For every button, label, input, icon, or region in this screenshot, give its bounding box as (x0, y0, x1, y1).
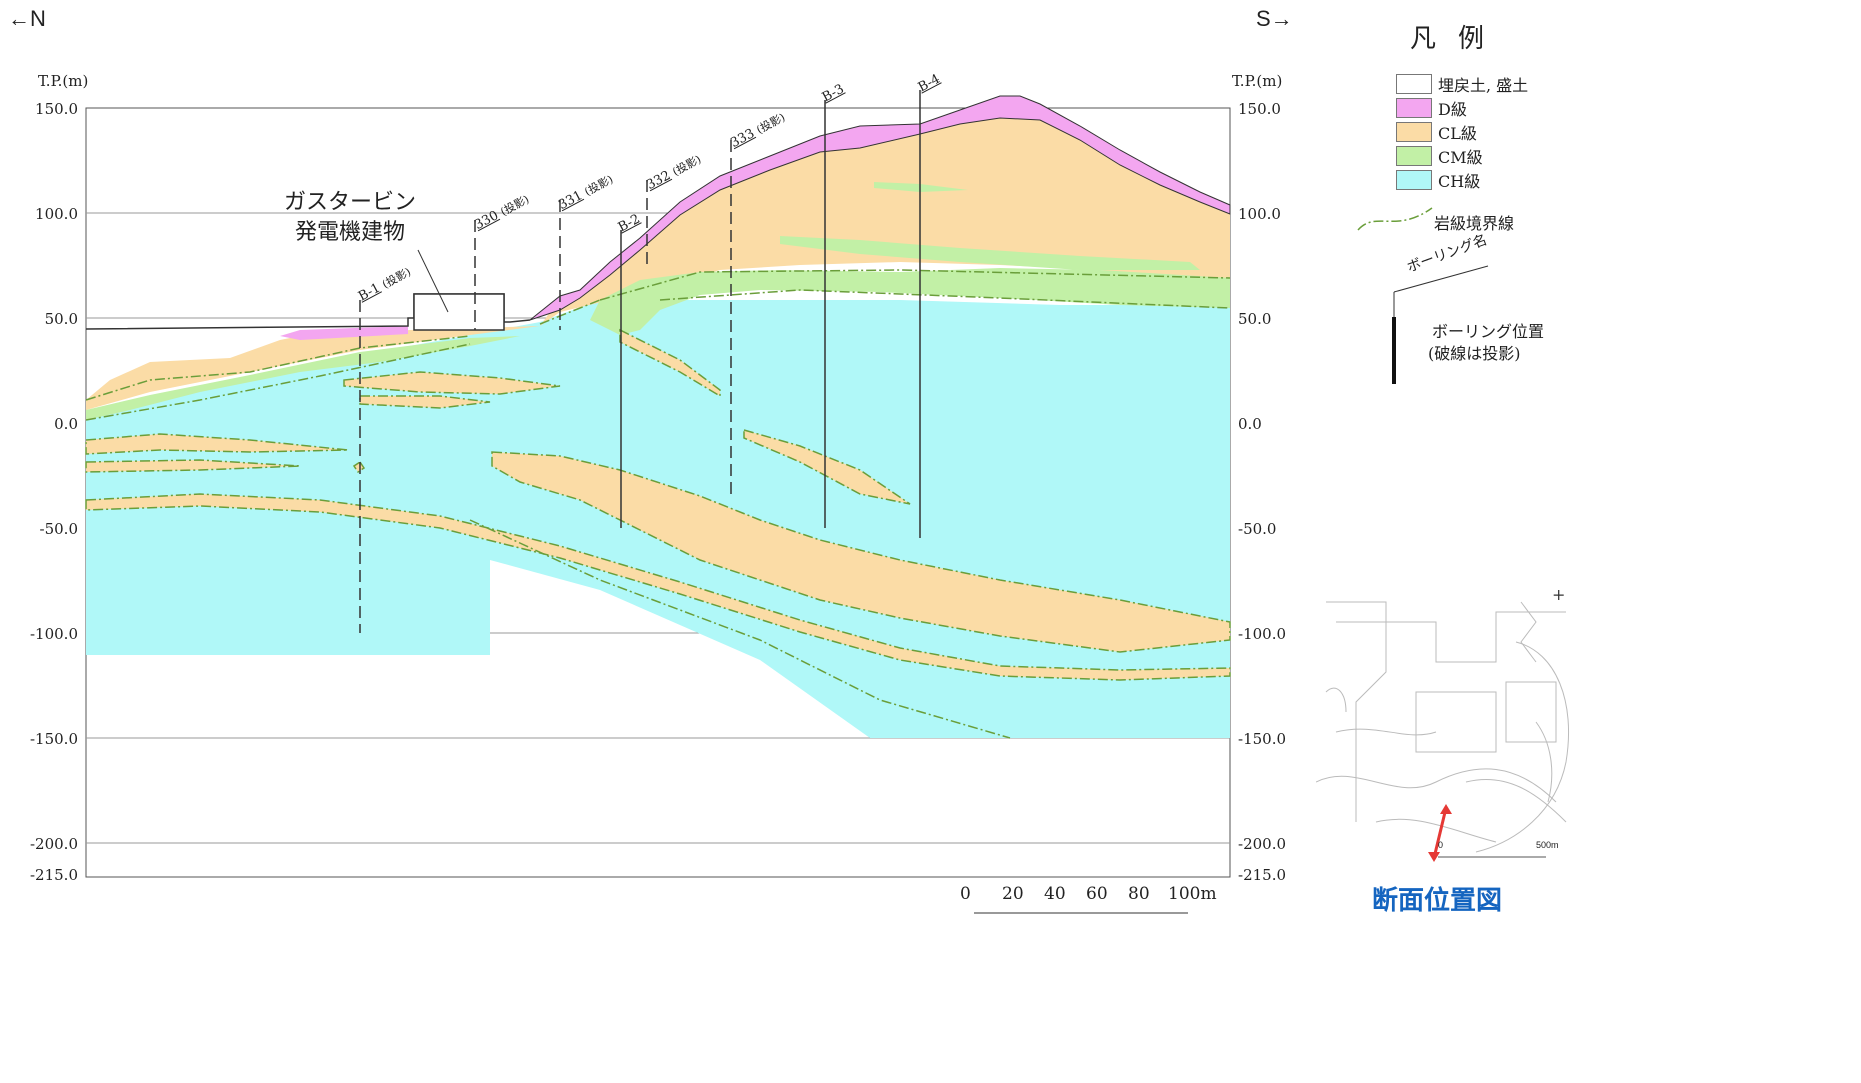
d-class-north-strip (280, 326, 408, 340)
section-line-arrow-bottom (1428, 852, 1440, 862)
location-map-north-icon: + (1552, 585, 1565, 604)
cl-class-lens-3 (491, 451, 1231, 653)
d-class-region (529, 95, 1231, 321)
legend-item-cl-class: CL級 (1396, 120, 1576, 144)
left-axis-title: T.P.(m) (38, 72, 89, 90)
gas-turbine-building-outline (413, 293, 505, 331)
rock-class-boundaries (85, 269, 1231, 739)
cl-class-lens-2 (359, 395, 491, 409)
legend-item-cm-class: CM級 (1396, 144, 1576, 168)
right-tick-150: 150.0 (1238, 100, 1281, 118)
cm-class-lens-2 (874, 182, 968, 192)
location-map-scale-start: 0 (1438, 840, 1444, 850)
cm-class-band-upper (590, 268, 1230, 335)
right-tick-0: 0.0 (1238, 415, 1262, 433)
building-label-line2: 発電機建物 (294, 220, 405, 245)
right-tick-50: 50.0 (1238, 310, 1272, 328)
legend-swatch-cl-class (1396, 122, 1432, 142)
scale-line (974, 912, 1188, 914)
right-tick-minus50: -50.0 (1238, 520, 1277, 538)
legend-boring-symbol (1392, 265, 1489, 384)
cl-class-lens-4 (85, 433, 349, 455)
scale-label-0: 0 (960, 884, 971, 904)
legend-swatch-cm-class (1396, 146, 1432, 166)
legend-item-fill: 埋戻土, 盛土 (1396, 72, 1576, 96)
left-tick-minus50: -50.0 (39, 520, 78, 538)
legend-label-fill: 埋戻土, 盛土 (1438, 76, 1529, 95)
location-map: + (1316, 582, 1861, 862)
right-tick-100: 100.0 (1238, 205, 1281, 223)
south-direction-label: S→ (1256, 6, 1293, 31)
cl-class-lens-5 (85, 493, 1231, 681)
left-tick-minus150: -150.0 (29, 730, 78, 748)
scale-label-40: 40 (1044, 884, 1066, 904)
right-tick-minus215: -215.0 (1238, 866, 1287, 884)
left-tick-minus100: -100.0 (29, 625, 78, 643)
scale-label-100m: 100m (1168, 884, 1217, 904)
legend-boundary-line-sample (1357, 207, 1433, 231)
scale-label-60: 60 (1086, 884, 1108, 904)
left-tick-minus200: -200.0 (29, 835, 78, 853)
legend-label-ch-class: CH級 (1438, 172, 1481, 191)
north-direction-label: ←N (8, 6, 46, 31)
cm-class-lens-1 (780, 236, 1200, 270)
location-map-caption: 断面位置図 (1372, 886, 1503, 916)
legend-swatch-d-class (1396, 98, 1432, 118)
right-axis-title: T.P.(m) (1232, 72, 1283, 90)
cl-class-lens-1 (343, 371, 561, 395)
left-tick-100: 100.0 (35, 205, 78, 223)
section-line-arrow-top (1440, 804, 1452, 814)
geological-cross-section (85, 90, 1231, 878)
legend-swatch-ch-class (1396, 170, 1432, 190)
right-tick-minus100: -100.0 (1238, 625, 1287, 643)
legend-item-ch-class: CH級 (1396, 168, 1576, 192)
legend-boundary-label: 岩級境界線 (1434, 214, 1515, 233)
legend-item-d-class: D級 (1396, 96, 1576, 120)
left-tick-minus215: -215.0 (29, 866, 78, 884)
cm-class-band-north (86, 336, 520, 420)
cl-class-lens-8 (85, 459, 301, 473)
left-tick-150: 150.0 (35, 100, 78, 118)
right-tick-minus150: -150.0 (1238, 730, 1287, 748)
cl-class-lens-7 (743, 429, 911, 505)
scale-bar: 0 20 40 60 80 100m (960, 884, 1220, 923)
building-leader-line (417, 249, 449, 313)
cl-class-lens-6 (619, 328, 721, 398)
left-tick-0: 0.0 (54, 415, 78, 433)
legend-label-cm-class: CM級 (1438, 148, 1483, 167)
right-tick-minus200: -200.0 (1238, 835, 1287, 853)
legend-label-d-class: D級 (1438, 100, 1467, 119)
legend-boring-position-label: ボーリング位置 (1432, 322, 1545, 341)
location-map-contours (1316, 601, 1570, 853)
scale-label-20: 20 (1002, 884, 1024, 904)
building-label: ガスタービン 発電機建物 (270, 188, 430, 248)
legend-label-cl-class: CL級 (1438, 124, 1477, 143)
legend-title: 凡例 (1410, 24, 1507, 54)
legend-boring-position-note: (破線は投影) (1428, 344, 1521, 363)
left-tick-50: 50.0 (44, 310, 78, 328)
legend: 埋戻土, 盛土 D級 CL級 CM級 CH級 (1396, 72, 1576, 192)
legend-swatch-fill (1396, 74, 1432, 94)
scale-label-80: 80 (1128, 884, 1150, 904)
location-map-scale-end: 500m (1536, 840, 1559, 850)
section-line-marker (1432, 807, 1448, 859)
building-label-line1: ガスタービン (283, 190, 416, 215)
cl-class-lens-9 (352, 460, 366, 474)
